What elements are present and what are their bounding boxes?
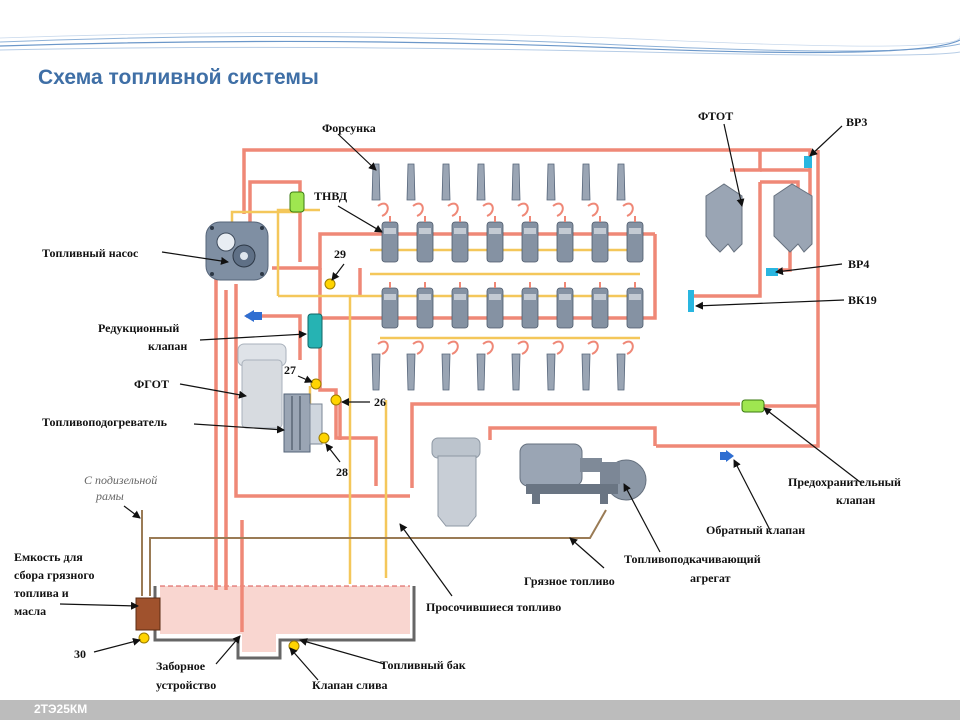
injector — [616, 340, 634, 391]
injector — [476, 163, 494, 217]
booster-pump-unit — [519, 443, 647, 504]
leak-filter — [431, 437, 481, 527]
leader-lines — [59, 123, 861, 681]
label-bp4: ВР4 — [848, 257, 869, 271]
label-heater: Топливоподогреватель — [42, 415, 168, 429]
diagram-labels: Форсунка ФТОТ ВР3 ТНВД Топливный насос В… — [14, 109, 901, 692]
injector — [616, 163, 634, 217]
dirty-container — [135, 597, 161, 631]
label-container-1: Емкость для — [14, 550, 83, 564]
pump-section — [486, 282, 504, 329]
injector — [441, 340, 459, 391]
pump-section — [556, 282, 574, 329]
ftot-filters — [705, 183, 813, 253]
pump-section — [626, 282, 644, 329]
injector — [511, 340, 529, 391]
pump-section — [521, 216, 539, 263]
fuel-pump — [205, 221, 269, 281]
label-dirty-fuel: Грязное топливо — [524, 574, 615, 588]
label-num-28: 28 — [336, 465, 348, 479]
label-fuel-tank: Топливный бак — [380, 658, 466, 672]
pump-section — [591, 216, 609, 263]
pump-section — [451, 282, 469, 329]
pump-section — [381, 282, 399, 329]
label-bp3: ВР3 — [846, 115, 867, 129]
label-fuel-pump: Топливный насос — [42, 246, 139, 260]
injector — [511, 163, 529, 217]
pump-section — [451, 216, 469, 263]
label-booster-2: агрегат — [690, 571, 731, 585]
label-container-4: масла — [14, 604, 46, 618]
valves — [138, 156, 812, 652]
label-num-26: 26 — [374, 395, 386, 409]
label-num-29: 29 — [334, 247, 346, 261]
heater — [283, 393, 323, 453]
label-reduct-1: Редукционный — [98, 321, 179, 335]
label-leaked-fuel: Просочившиеся топливо — [426, 600, 561, 614]
label-forsunka: Форсунка — [322, 121, 376, 135]
header-decoration — [0, 32, 960, 56]
injector-group — [371, 163, 634, 391]
pump-section — [416, 282, 434, 329]
pipes-main — [214, 148, 820, 632]
label-fgot: ФГОТ — [134, 377, 169, 391]
label-ftot: ФТОТ — [698, 109, 733, 123]
footer-bar: 2ТЭ25КМ — [0, 700, 960, 720]
tnvd-pump-sections — [381, 216, 644, 329]
injector — [546, 163, 564, 217]
fgot-filter — [237, 343, 287, 429]
page-title: Схема топливной системы — [38, 66, 319, 89]
label-num-27: 27 — [284, 363, 296, 377]
label-reduct-2: клапан — [148, 339, 187, 353]
label-bk19: ВК19 — [848, 293, 877, 307]
label-drain-valve: Клапан слива — [312, 678, 388, 692]
injector — [406, 163, 424, 217]
injector — [581, 163, 599, 217]
pump-section — [556, 216, 574, 263]
injector — [476, 340, 494, 391]
pump-section — [626, 216, 644, 263]
pump-section — [521, 282, 539, 329]
injector — [546, 340, 564, 391]
pump-section — [381, 216, 399, 263]
label-frame-2: рамы — [95, 489, 124, 503]
label-intake-2: устройство — [156, 678, 216, 692]
pump-section — [591, 282, 609, 329]
label-booster-1: Топливоподкачивающий — [624, 552, 761, 566]
injector — [406, 340, 424, 391]
injector — [581, 340, 599, 391]
footer-label: 2ТЭ25КМ — [34, 702, 88, 716]
label-frame-1: С подизельной — [84, 473, 157, 487]
label-intake-1: Заборное — [156, 659, 206, 673]
injector — [371, 340, 389, 391]
label-check-valve: Обратный клапан — [706, 523, 805, 537]
label-container-3: топлива и — [14, 586, 69, 600]
pipes-dirty — [141, 509, 607, 596]
label-safety-2: клапан — [836, 493, 875, 507]
injector — [441, 163, 459, 217]
label-container-2: сбора грязного — [14, 568, 95, 582]
label-num-30: 30 — [74, 647, 86, 661]
fuel-tank — [153, 585, 416, 660]
pump-section — [486, 216, 504, 263]
label-safety-1: Предохранительный — [788, 475, 901, 489]
pump-section — [416, 216, 434, 263]
label-tnvd: ТНВД — [314, 189, 348, 203]
injector — [371, 163, 389, 217]
